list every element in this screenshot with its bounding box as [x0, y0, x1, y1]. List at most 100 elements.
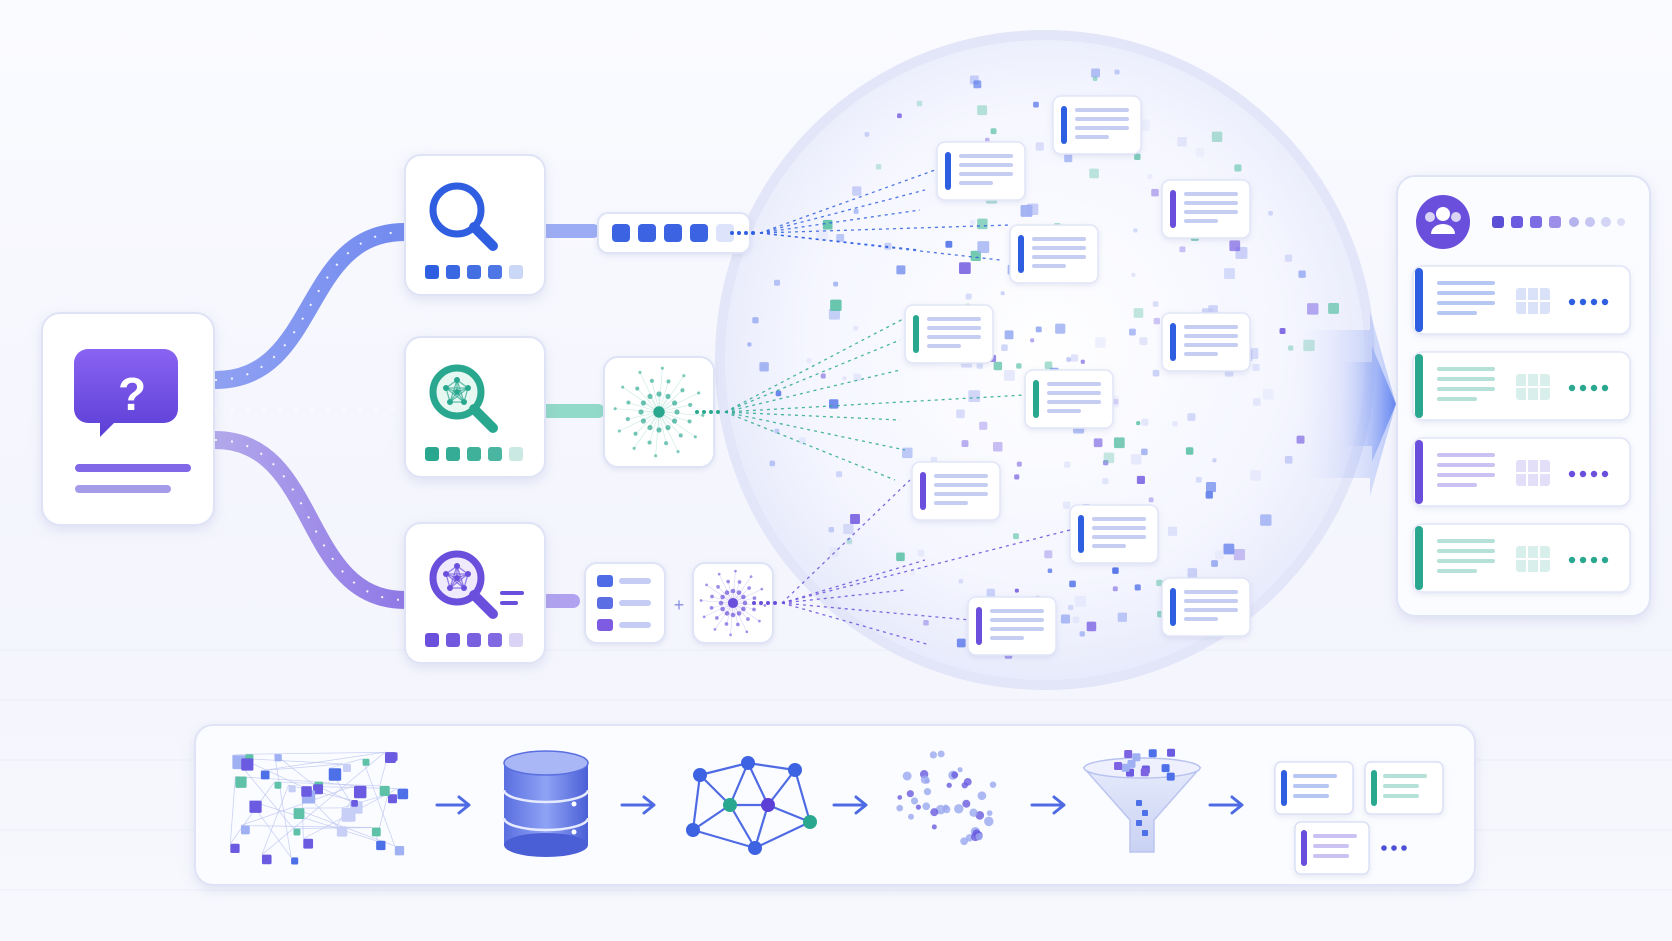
particle-cube: [1307, 303, 1319, 315]
embedding-dot: [632, 446, 636, 450]
particle-cube: [1014, 588, 1019, 593]
fan-line: [759, 232, 1001, 261]
particle-cube: [1079, 631, 1085, 637]
particle-cube: [1013, 533, 1019, 540]
particle-cube: [1262, 388, 1274, 400]
embedding-dot: [724, 622, 729, 626]
fan-line: [781, 479, 911, 604]
graph-search-card[interactable]: [404, 336, 546, 478]
embedding-dot: [710, 594, 714, 599]
particle-cube: [1134, 584, 1141, 591]
cube-cluster-icon: [229, 751, 409, 865]
particle-cube: [846, 538, 853, 546]
document-card: [1024, 369, 1114, 429]
fan-line: [759, 232, 921, 251]
particle-cube: [1117, 612, 1127, 622]
particle-cube: [1112, 567, 1119, 574]
fan-dot: [695, 410, 699, 414]
particle-cube: [1133, 308, 1144, 318]
particle-cube: [1268, 210, 1273, 216]
particle-cube: [1103, 452, 1115, 464]
teal-embedding-burst: [613, 366, 705, 458]
embedding-dot: [747, 586, 751, 590]
particle-cube: [1151, 188, 1159, 197]
document-card: [1161, 577, 1251, 637]
ellipsis-dot: [1590, 384, 1598, 392]
particle-cube: [961, 440, 969, 448]
result-row[interactable]: [1412, 265, 1631, 335]
document-card: [1161, 179, 1251, 239]
particle-cube: [843, 523, 854, 535]
embedding-dot: [705, 583, 708, 587]
particle-cube: [769, 460, 776, 467]
embedding-dot: [647, 393, 653, 400]
particle-cube: [1212, 458, 1217, 463]
ellipsis-dot: [1579, 470, 1587, 478]
particle-cube: [976, 362, 983, 369]
ellipsis-dot: [1601, 298, 1609, 306]
embedding-dot: [647, 440, 652, 445]
particle-cube: [1062, 501, 1071, 509]
result-row[interactable]: [1412, 437, 1631, 507]
fan-line: [724, 317, 906, 413]
embedding-dot: [676, 450, 680, 454]
embedding-dot: [717, 572, 721, 576]
fan-line: [759, 169, 936, 234]
particle-cube: [1131, 454, 1142, 465]
particle-cube: [836, 471, 843, 478]
result-row[interactable]: [1412, 351, 1631, 421]
particle-cube: [1205, 482, 1217, 493]
particle-cube: [1060, 614, 1071, 624]
particle-cube: [1131, 272, 1136, 277]
particle-cube: [836, 233, 845, 242]
thumbnail-icon: [1516, 460, 1550, 486]
particle-cube: [1074, 595, 1087, 607]
embedding-dot: [671, 418, 678, 424]
fan-dot: [709, 410, 713, 414]
particle-cube: [1205, 491, 1213, 499]
particle-cube: [1047, 568, 1053, 573]
fan-line: [724, 411, 901, 421]
embedding-dot: [625, 417, 630, 422]
result-rows: [1412, 265, 1631, 593]
embedding-dot: [680, 388, 685, 393]
particle-cube: [828, 308, 840, 320]
embedding-dot: [638, 370, 642, 374]
thumbnail-icon: [1516, 546, 1550, 572]
question-bubble-icon: ?: [74, 349, 178, 437]
fan-dot: [766, 601, 770, 605]
embedding-dot: [736, 611, 742, 616]
embedding-dot: [635, 386, 640, 391]
particle-cube: [1177, 136, 1187, 147]
embedding-dot: [752, 596, 757, 600]
keyword-search-card[interactable]: [404, 154, 546, 296]
particle-cube: [1252, 398, 1261, 406]
fan-lines: [695, 169, 1071, 646]
fan-dot: [716, 410, 720, 414]
particle-cube: [1093, 438, 1103, 448]
particle-cube: [852, 186, 862, 196]
panel-token-bar: [1492, 216, 1625, 228]
pipeline-steps: [229, 748, 1444, 875]
embedding-dot: [665, 424, 671, 431]
embedding-dot: [724, 590, 730, 595]
particle-cube: [1187, 413, 1196, 422]
particle-cube: [1114, 69, 1120, 75]
particle-cube: [973, 80, 982, 89]
particle-cube: [1004, 369, 1015, 381]
ellipsis-dot: [1590, 470, 1598, 478]
particle-cube: [1080, 359, 1085, 364]
fan-dot: [752, 601, 756, 605]
particle-cube: [1223, 543, 1235, 555]
particle-cube: [958, 578, 964, 584]
particle-cube: [896, 265, 906, 275]
particle-cube: [1139, 337, 1148, 346]
ellipsis-dot: [1601, 384, 1609, 392]
ellipsis-dot: [1579, 298, 1587, 306]
embedding-dot: [746, 617, 750, 621]
embedding-dot: [702, 615, 706, 619]
particle-cube: [1095, 337, 1106, 348]
hybrid-search-card[interactable]: [404, 522, 546, 664]
result-row[interactable]: [1412, 523, 1631, 593]
particle-cube: [910, 571, 915, 576]
